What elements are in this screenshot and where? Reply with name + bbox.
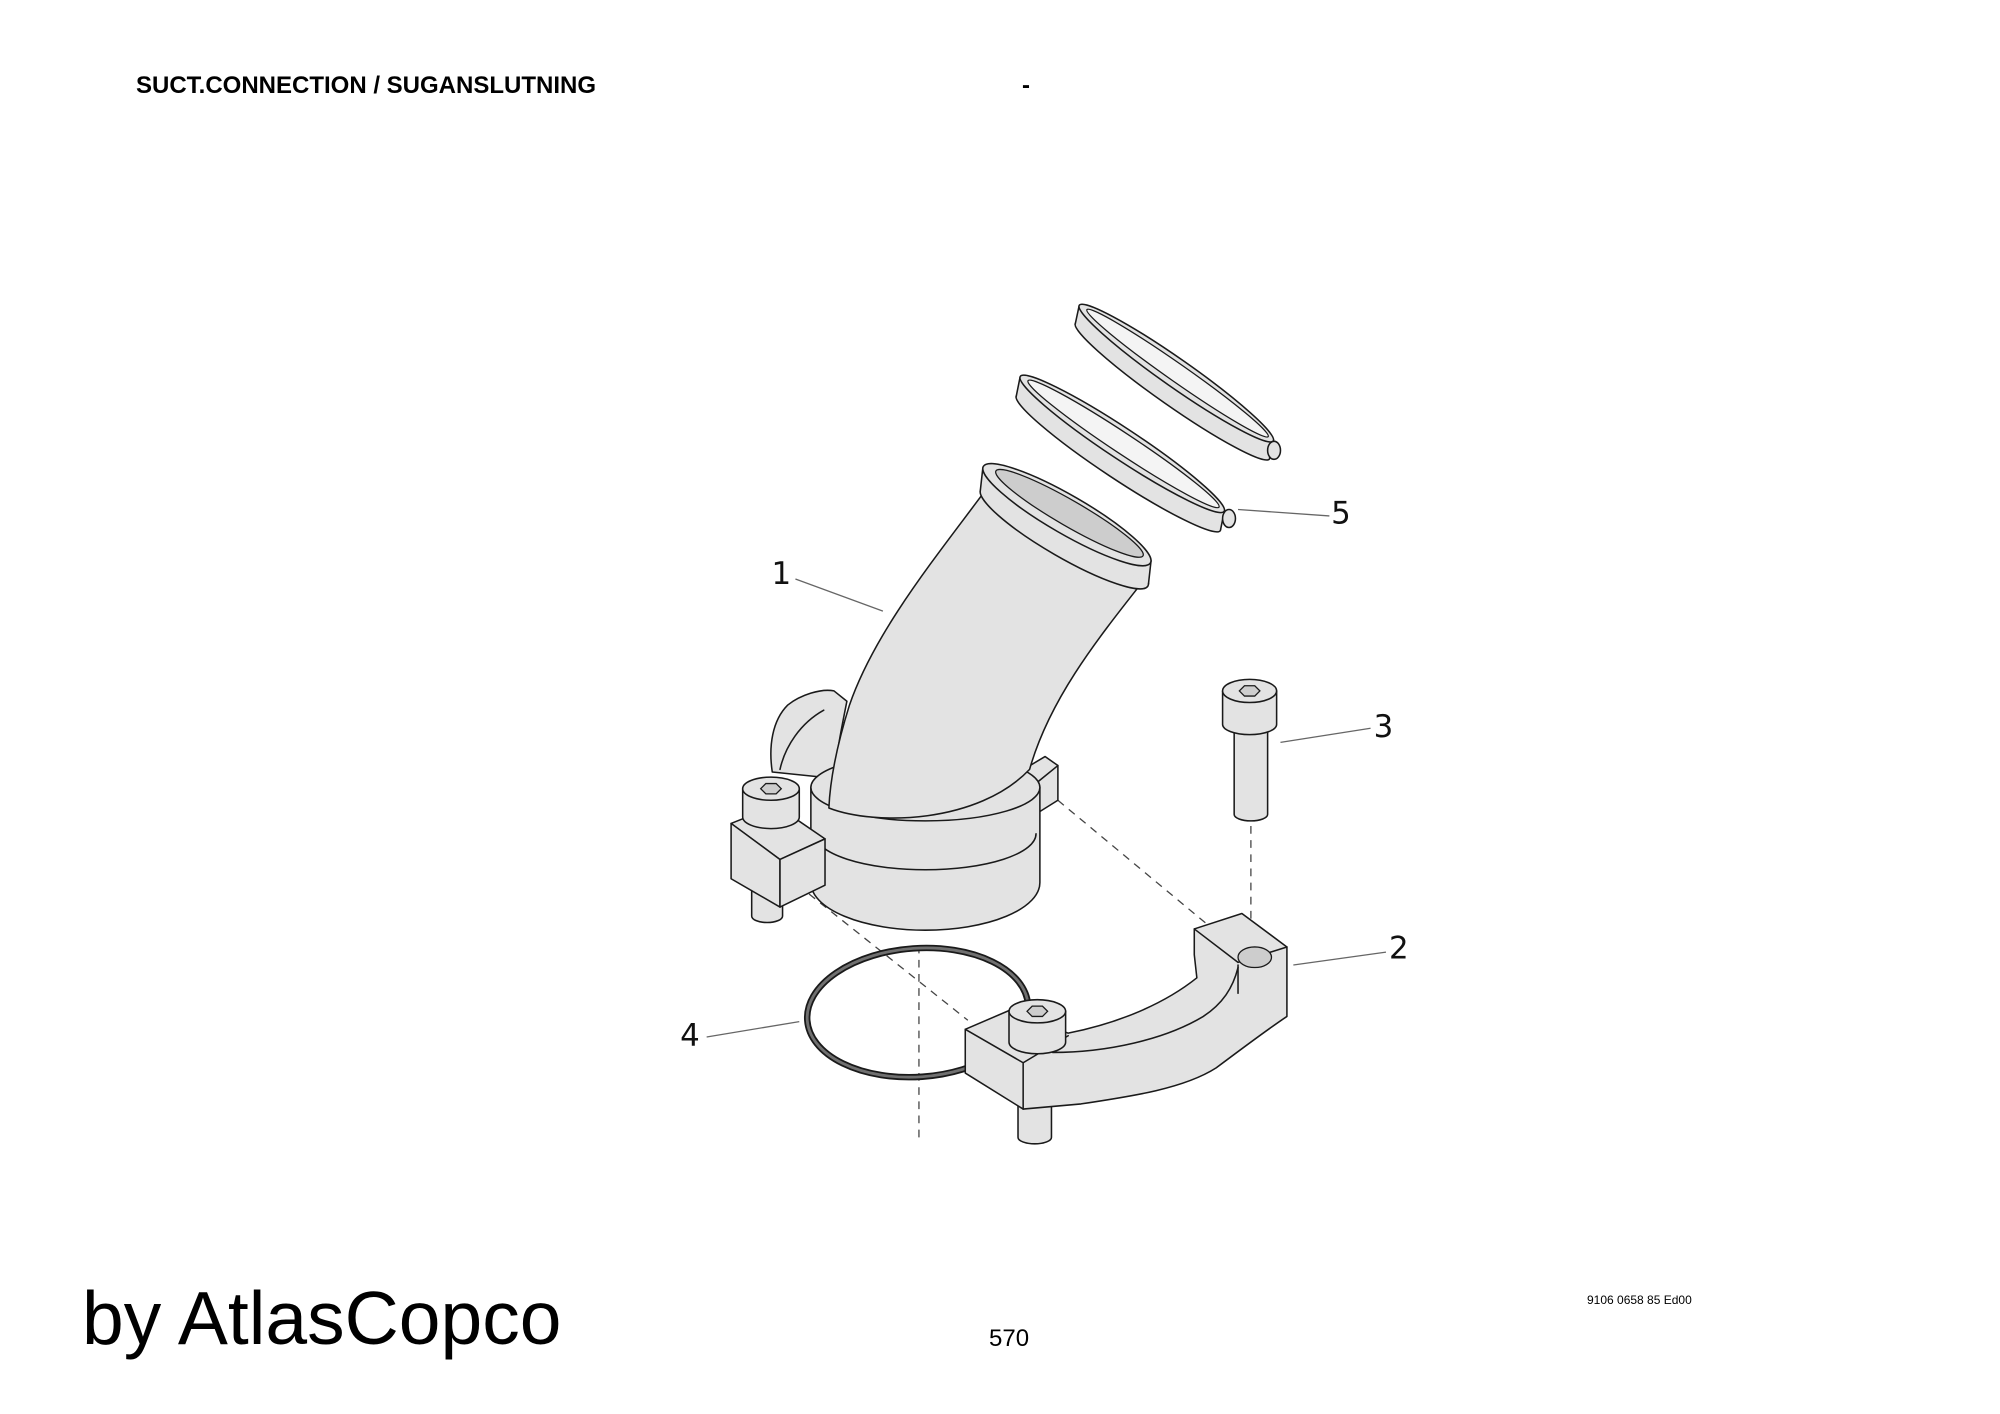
clamp-bolt-hole <box>1237 946 1273 969</box>
page-number: 570 <box>989 1325 1030 1352</box>
leader-line-4 <box>706 1020 800 1038</box>
ring-upper-pin <box>1266 440 1282 461</box>
leader-line-2 <box>1293 951 1387 966</box>
clamp-bolt-shank <box>1017 1099 1053 1145</box>
ring-upper <box>1074 303 1282 461</box>
assembly-line-right-lug <box>1057 799 1234 947</box>
flange-step-line <box>813 832 1037 871</box>
ring-upper-band-edge-left <box>1074 305 1080 326</box>
callout-1: 1 <box>771 556 791 592</box>
clamp-body <box>964 912 1288 1110</box>
pipe-body <box>828 485 1144 819</box>
callout-2: 2 <box>1389 931 1409 967</box>
ring-lower-pin <box>1221 508 1237 529</box>
cap-screw-head <box>1221 690 1278 736</box>
hex-socket-icon <box>1026 1005 1049 1018</box>
page-title: SUCT.CONNECTION / SUGANSLUTNING <box>136 72 597 99</box>
pipe-collar-edge-left <box>979 467 984 493</box>
cap-screw-shank <box>1233 719 1269 822</box>
pipe-opening <box>995 468 1144 558</box>
ring-lower-opening <box>1027 379 1220 509</box>
clamp-arm-edge <box>1051 966 1239 1054</box>
ring-lower-band-edge-left <box>1015 376 1021 398</box>
callout-3: 3 <box>1374 709 1394 745</box>
hex-socket-icon <box>1238 685 1261 697</box>
footer-brand: by AtlasCopco <box>82 1276 562 1360</box>
callout-5: 5 <box>1331 496 1351 532</box>
leader-lines <box>706 508 1387 1038</box>
ring-lower <box>1015 374 1237 533</box>
leader-line-3 <box>1280 727 1371 744</box>
hex-socket-icon <box>759 782 783 795</box>
flange-lug-left-side <box>779 838 826 908</box>
document-code: 9106 0658 85 Ed00 <box>1587 1293 1692 1307</box>
callouts: 1 2 3 4 5 <box>680 496 1409 1054</box>
title-separator: - <box>1022 72 1030 99</box>
callout-4: 4 <box>680 1018 700 1054</box>
flange-wing-face-line <box>779 709 825 771</box>
leader-line-5 <box>1237 508 1330 517</box>
clamp <box>964 912 1288 1145</box>
leader-line-1 <box>795 578 884 612</box>
elbow-pipe <box>730 462 1152 931</box>
clamp-right-lug-edge <box>1193 928 1288 995</box>
flange-base <box>810 786 1041 931</box>
ring-upper-opening <box>1086 308 1269 438</box>
cap-screw <box>1221 678 1278 822</box>
pipe-collar-edge-right <box>1147 559 1152 585</box>
